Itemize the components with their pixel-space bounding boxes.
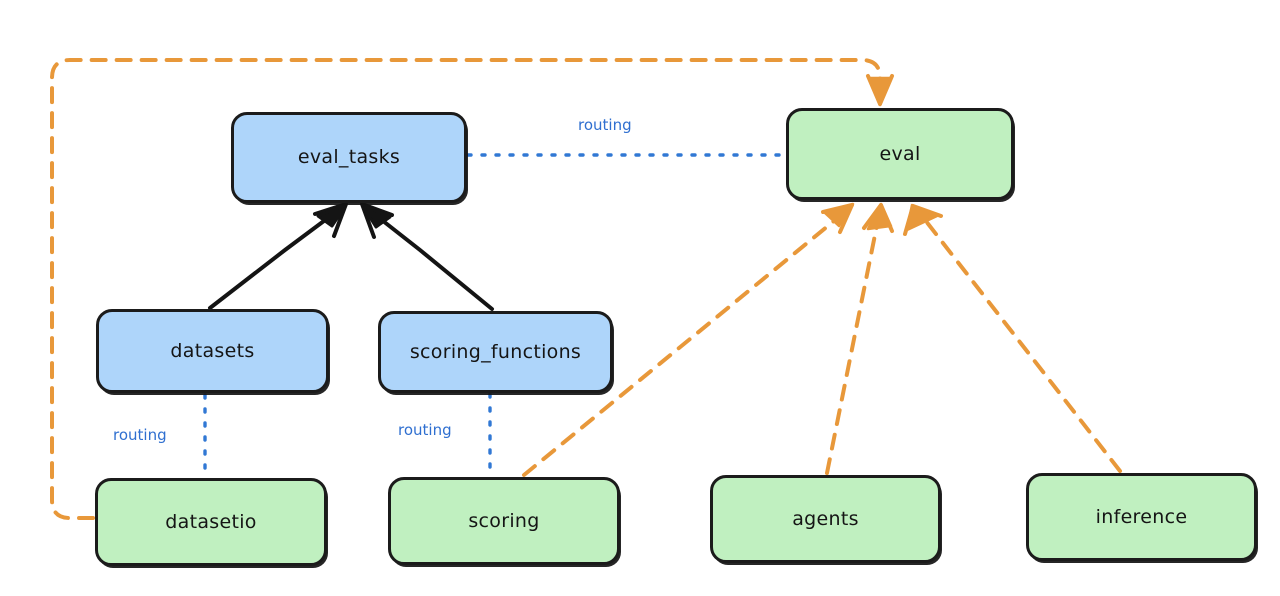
edge-agents-to-eval — [825, 202, 894, 475]
node-label: eval — [879, 142, 921, 165]
node-eval[interactable]: eval — [786, 108, 1014, 200]
edge-scoring-functions-to-eval-tasks — [360, 202, 494, 311]
node-scoring-functions[interactable]: scoring_functions — [378, 311, 613, 393]
node-datasets[interactable]: datasets — [96, 309, 329, 393]
node-label: datasets — [170, 339, 255, 362]
node-label: inference — [1095, 505, 1188, 528]
node-label: datasetio — [165, 510, 257, 533]
node-scoring[interactable]: scoring — [388, 477, 620, 565]
node-datasetio[interactable]: datasetio — [95, 478, 327, 566]
node-inference[interactable]: inference — [1026, 473, 1257, 561]
edge-label-routing-datasets-datasetio: routing — [113, 426, 167, 444]
edge-inference-to-eval — [903, 203, 1122, 473]
edge-label-routing-scoring-functions-scoring: routing — [398, 421, 452, 439]
node-label: agents — [792, 507, 859, 530]
node-label: scoring — [468, 509, 540, 532]
node-eval-tasks[interactable]: eval_tasks — [231, 112, 467, 203]
node-agents[interactable]: agents — [710, 475, 941, 563]
edge-label-routing-eval-tasks-eval: routing — [578, 116, 632, 134]
edge-datasets-to-eval-tasks — [208, 202, 348, 310]
node-label: scoring_functions — [409, 340, 582, 363]
node-label: eval_tasks — [297, 146, 401, 169]
edge-datasetio-to-eval — [50, 58, 894, 520]
